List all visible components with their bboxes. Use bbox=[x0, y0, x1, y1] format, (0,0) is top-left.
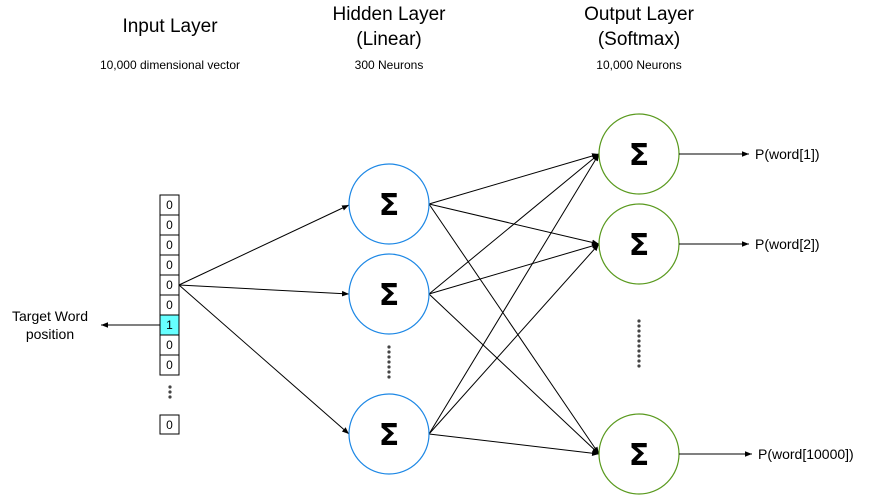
hidden-layer-title: Hidden Layer bbox=[332, 4, 446, 25]
input-layer-subtitle: 10,000 dimensional vector bbox=[100, 58, 240, 72]
hidden-neuron-3-circle bbox=[348, 393, 430, 475]
input-vector: 0 0 0 0 0 0 1 0 0 bbox=[159, 194, 180, 376]
input-vector-last-cell bbox=[159, 414, 180, 435]
input-vector-cell-value: 0 bbox=[166, 198, 173, 212]
hidden-neuron-3: Σ bbox=[348, 393, 430, 475]
input-vector-cell-value: 0 bbox=[166, 358, 173, 372]
output-3-label: P(word[10000]) bbox=[758, 446, 854, 462]
input-vector-last-cell-value: 0 bbox=[166, 418, 173, 432]
output-1-label: P(word[1]) bbox=[755, 146, 820, 162]
input-to-hidden-1-edge bbox=[178, 204, 350, 286]
hidden-1-to-output-3-edge bbox=[428, 203, 600, 455]
input-layer-title: Input Layer bbox=[122, 16, 218, 37]
hidden-2-to-output-2-edge bbox=[428, 243, 600, 295]
input-vector-cell-value: 0 bbox=[166, 258, 173, 272]
sigma-icon: Σ bbox=[379, 418, 400, 453]
output-neuron-3: Σ bbox=[598, 413, 680, 495]
output-neuron-2: Σ bbox=[598, 203, 680, 285]
output-neuron-1: Σ bbox=[598, 113, 680, 195]
target-word-label-line2: position bbox=[26, 326, 74, 342]
output-2-label: P(word[2]) bbox=[755, 236, 820, 252]
sigma-icon: Σ bbox=[629, 438, 650, 473]
sigma-icon: Σ bbox=[629, 228, 650, 263]
hidden-1-to-output-1-edge bbox=[428, 153, 600, 205]
input-to-hidden-3-edge bbox=[178, 284, 350, 435]
output-layer-type: (Softmax) bbox=[598, 29, 680, 50]
output-layer-ellipsis bbox=[637, 319, 641, 368]
hidden-3-to-output-1-edge bbox=[428, 153, 600, 435]
hidden-layer-subtitle: 300 Neurons bbox=[355, 58, 424, 72]
hidden-layer-ellipsis bbox=[387, 345, 391, 379]
input-vector-cell-value: 0 bbox=[166, 278, 173, 292]
input-vector-cell-value: 0 bbox=[166, 238, 173, 252]
input-vector-cell-value: 0 bbox=[166, 338, 173, 352]
hidden-2-to-output-3-edge bbox=[428, 293, 600, 455]
hidden-neuron-2: Σ bbox=[348, 253, 430, 335]
sigma-icon: Σ bbox=[379, 188, 400, 223]
input-vector-cell bbox=[159, 354, 180, 376]
hidden-neuron-1-circle bbox=[348, 163, 430, 245]
sigma-icon: Σ bbox=[629, 138, 650, 173]
sigma-icon: Σ bbox=[379, 278, 400, 313]
input-vector-cell-value: 1 bbox=[166, 318, 173, 332]
hidden-neuron-1: Σ bbox=[348, 163, 430, 245]
output-layer-title: Output Layer bbox=[584, 4, 695, 25]
hidden-3-to-output-2-edge bbox=[428, 243, 600, 435]
input-vector-cell-value: 0 bbox=[166, 218, 173, 232]
hidden-2-to-output-1-edge bbox=[428, 153, 600, 295]
output-layer-subtitle: 10,000 Neurons bbox=[596, 58, 681, 72]
connections bbox=[178, 153, 600, 456]
hidden-3-to-output-3-edge bbox=[428, 433, 600, 456]
hidden-neuron-2-circle bbox=[348, 253, 430, 335]
input-vector-ellipsis bbox=[168, 385, 172, 399]
input-to-hidden-2-edge bbox=[178, 284, 350, 297]
input-vector-cell-value: 0 bbox=[166, 298, 173, 312]
hidden-layer-type: (Linear) bbox=[356, 29, 421, 50]
target-word-label-line1: Target Word bbox=[12, 308, 88, 324]
